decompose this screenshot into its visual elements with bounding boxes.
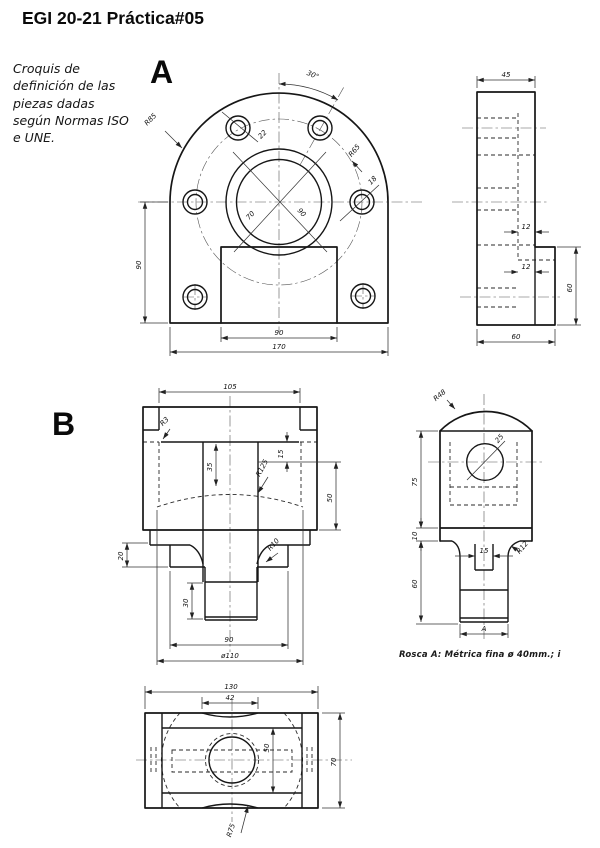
dim-hole: 25	[494, 432, 506, 444]
dim-inner: 50	[263, 743, 271, 752]
centerlines	[138, 73, 425, 332]
sheet-description: Croquis de definición de las piezas dada…	[13, 61, 129, 145]
outline	[144, 712, 319, 809]
hidden-lines	[449, 442, 518, 506]
hidden-lines	[150, 712, 313, 809]
dimensions: 30° R85 22 R65 18 70 90 90 90 170	[135, 69, 389, 356]
part-a-front-view: 30° R85 22 R65 18 70 90 90 90 170	[135, 69, 425, 356]
dim-depth: 70	[330, 757, 338, 766]
dim-shoulder: 15	[277, 449, 285, 458]
dim-hole: 18	[367, 174, 379, 186]
dim-slot: 90	[275, 329, 284, 337]
dimensions: 105 R3 35 15 R125 50 20 R10 30 90 ø110	[117, 383, 341, 665]
dim-depth-lower: 12	[522, 263, 531, 271]
part-b-front-view: 105 R3 35 15 R125 50 20 R10 30 90 ø110	[117, 383, 341, 665]
dimensions: R48 25 75 10 60 15 R12 A	[411, 388, 530, 638]
dim-width: 170	[272, 343, 286, 351]
outline	[439, 410, 533, 623]
dim-outer-radius: R85	[143, 112, 159, 128]
dim-counterbore: 22	[257, 128, 269, 140]
hidden-lines	[477, 113, 555, 308]
dim-lower: 60	[411, 579, 419, 588]
centerlines	[136, 700, 352, 822]
dim-radius-top: R48	[432, 388, 448, 403]
dim-thickness: 45	[502, 71, 511, 79]
dim-slot: 15	[480, 547, 489, 555]
dimensions: 130 42 50 70 R75	[144, 683, 345, 838]
dim-height: 90	[135, 260, 143, 269]
dim-notch: 42	[226, 694, 235, 702]
dim-collar: 10	[411, 531, 419, 540]
hidden-lines	[143, 441, 317, 508]
dim-boss: 90	[295, 207, 307, 219]
dim-flange: 20	[117, 551, 125, 560]
dim-pocket: 35	[206, 462, 214, 471]
outline	[169, 92, 389, 324]
dim-step: 60	[566, 283, 574, 292]
dim-hub: 90	[225, 636, 234, 644]
dim-top-width: 105	[223, 383, 237, 391]
thread-note: Rosca A: Métrica fina ø 40mm.; i	[399, 650, 561, 660]
outline	[142, 406, 341, 621]
dim-arc: R125	[254, 458, 270, 478]
centerlines	[452, 127, 560, 298]
dim-fillet-top: R3	[158, 415, 170, 427]
dim-bore: 70	[245, 209, 257, 221]
dim-thread: A	[481, 625, 487, 633]
part-b-top-view: 130 42 50 70 R75	[136, 683, 352, 838]
dim-stud: 30	[182, 598, 190, 607]
centerlines	[428, 394, 545, 640]
dim-bolt-circle: R65	[347, 142, 362, 158]
bolt-holes	[182, 115, 376, 310]
dim-depth-upper: 12	[522, 223, 531, 231]
dim-upper: 75	[411, 477, 419, 486]
outline	[476, 91, 556, 326]
dim-height: 50	[326, 493, 334, 502]
part-a-label: A	[150, 54, 174, 90]
dim-radius: R75	[225, 822, 237, 838]
dimensions: 45 12 12 60 60	[476, 71, 581, 346]
dim-base: 60	[512, 333, 521, 341]
dim-base: ø110	[220, 652, 239, 660]
dim-width: 130	[224, 683, 238, 691]
part-b-label: B	[52, 406, 76, 442]
page-title: EGI 20-21 Práctica#05	[22, 8, 204, 28]
dim-angle: 30°	[305, 69, 320, 81]
part-a-side-view: 45 12 12 60 60	[452, 71, 581, 346]
part-b-side-view: R48 25 75 10 60 15 R12 A	[411, 388, 545, 640]
